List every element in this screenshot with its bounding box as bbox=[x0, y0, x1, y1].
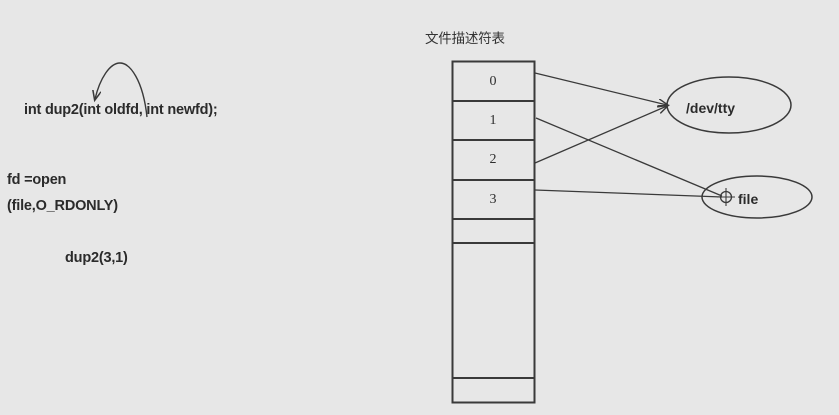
open-call-line-2-text: (file,O_RDONLY) bbox=[7, 198, 118, 214]
fd-cell-0-label: 0 bbox=[489, 74, 497, 89]
dup2-call-text: dup2(3,1) bbox=[65, 250, 128, 266]
fd-cell-2-label: 2 bbox=[489, 152, 497, 167]
dup2-swap-arc bbox=[95, 62, 148, 118]
fd-table-outline bbox=[451, 60, 536, 404]
dev-tty-label: /dev/tty bbox=[686, 100, 736, 116]
connector-fd3-to-file bbox=[534, 189, 723, 198]
connector-fd0-to-dev-tty bbox=[534, 72, 667, 105]
connector-fd1-to-file bbox=[535, 117, 723, 197]
dup2-signature-text: int dup2(int oldfd, int newfd); bbox=[24, 102, 218, 118]
file-anchor-crosshair-icon bbox=[717, 188, 735, 206]
fd-cell-3-label: 3 bbox=[489, 192, 497, 207]
file-node bbox=[701, 175, 813, 219]
file-label: file bbox=[738, 191, 759, 207]
dev-tty-node bbox=[666, 76, 792, 134]
fd-table-title: 文件描述符表 bbox=[425, 31, 505, 46]
connector-fd2-to-dev-tty bbox=[534, 106, 667, 164]
fd-cell-1-label: 1 bbox=[489, 113, 497, 128]
open-call-line-1-text: fd =open bbox=[7, 172, 67, 188]
